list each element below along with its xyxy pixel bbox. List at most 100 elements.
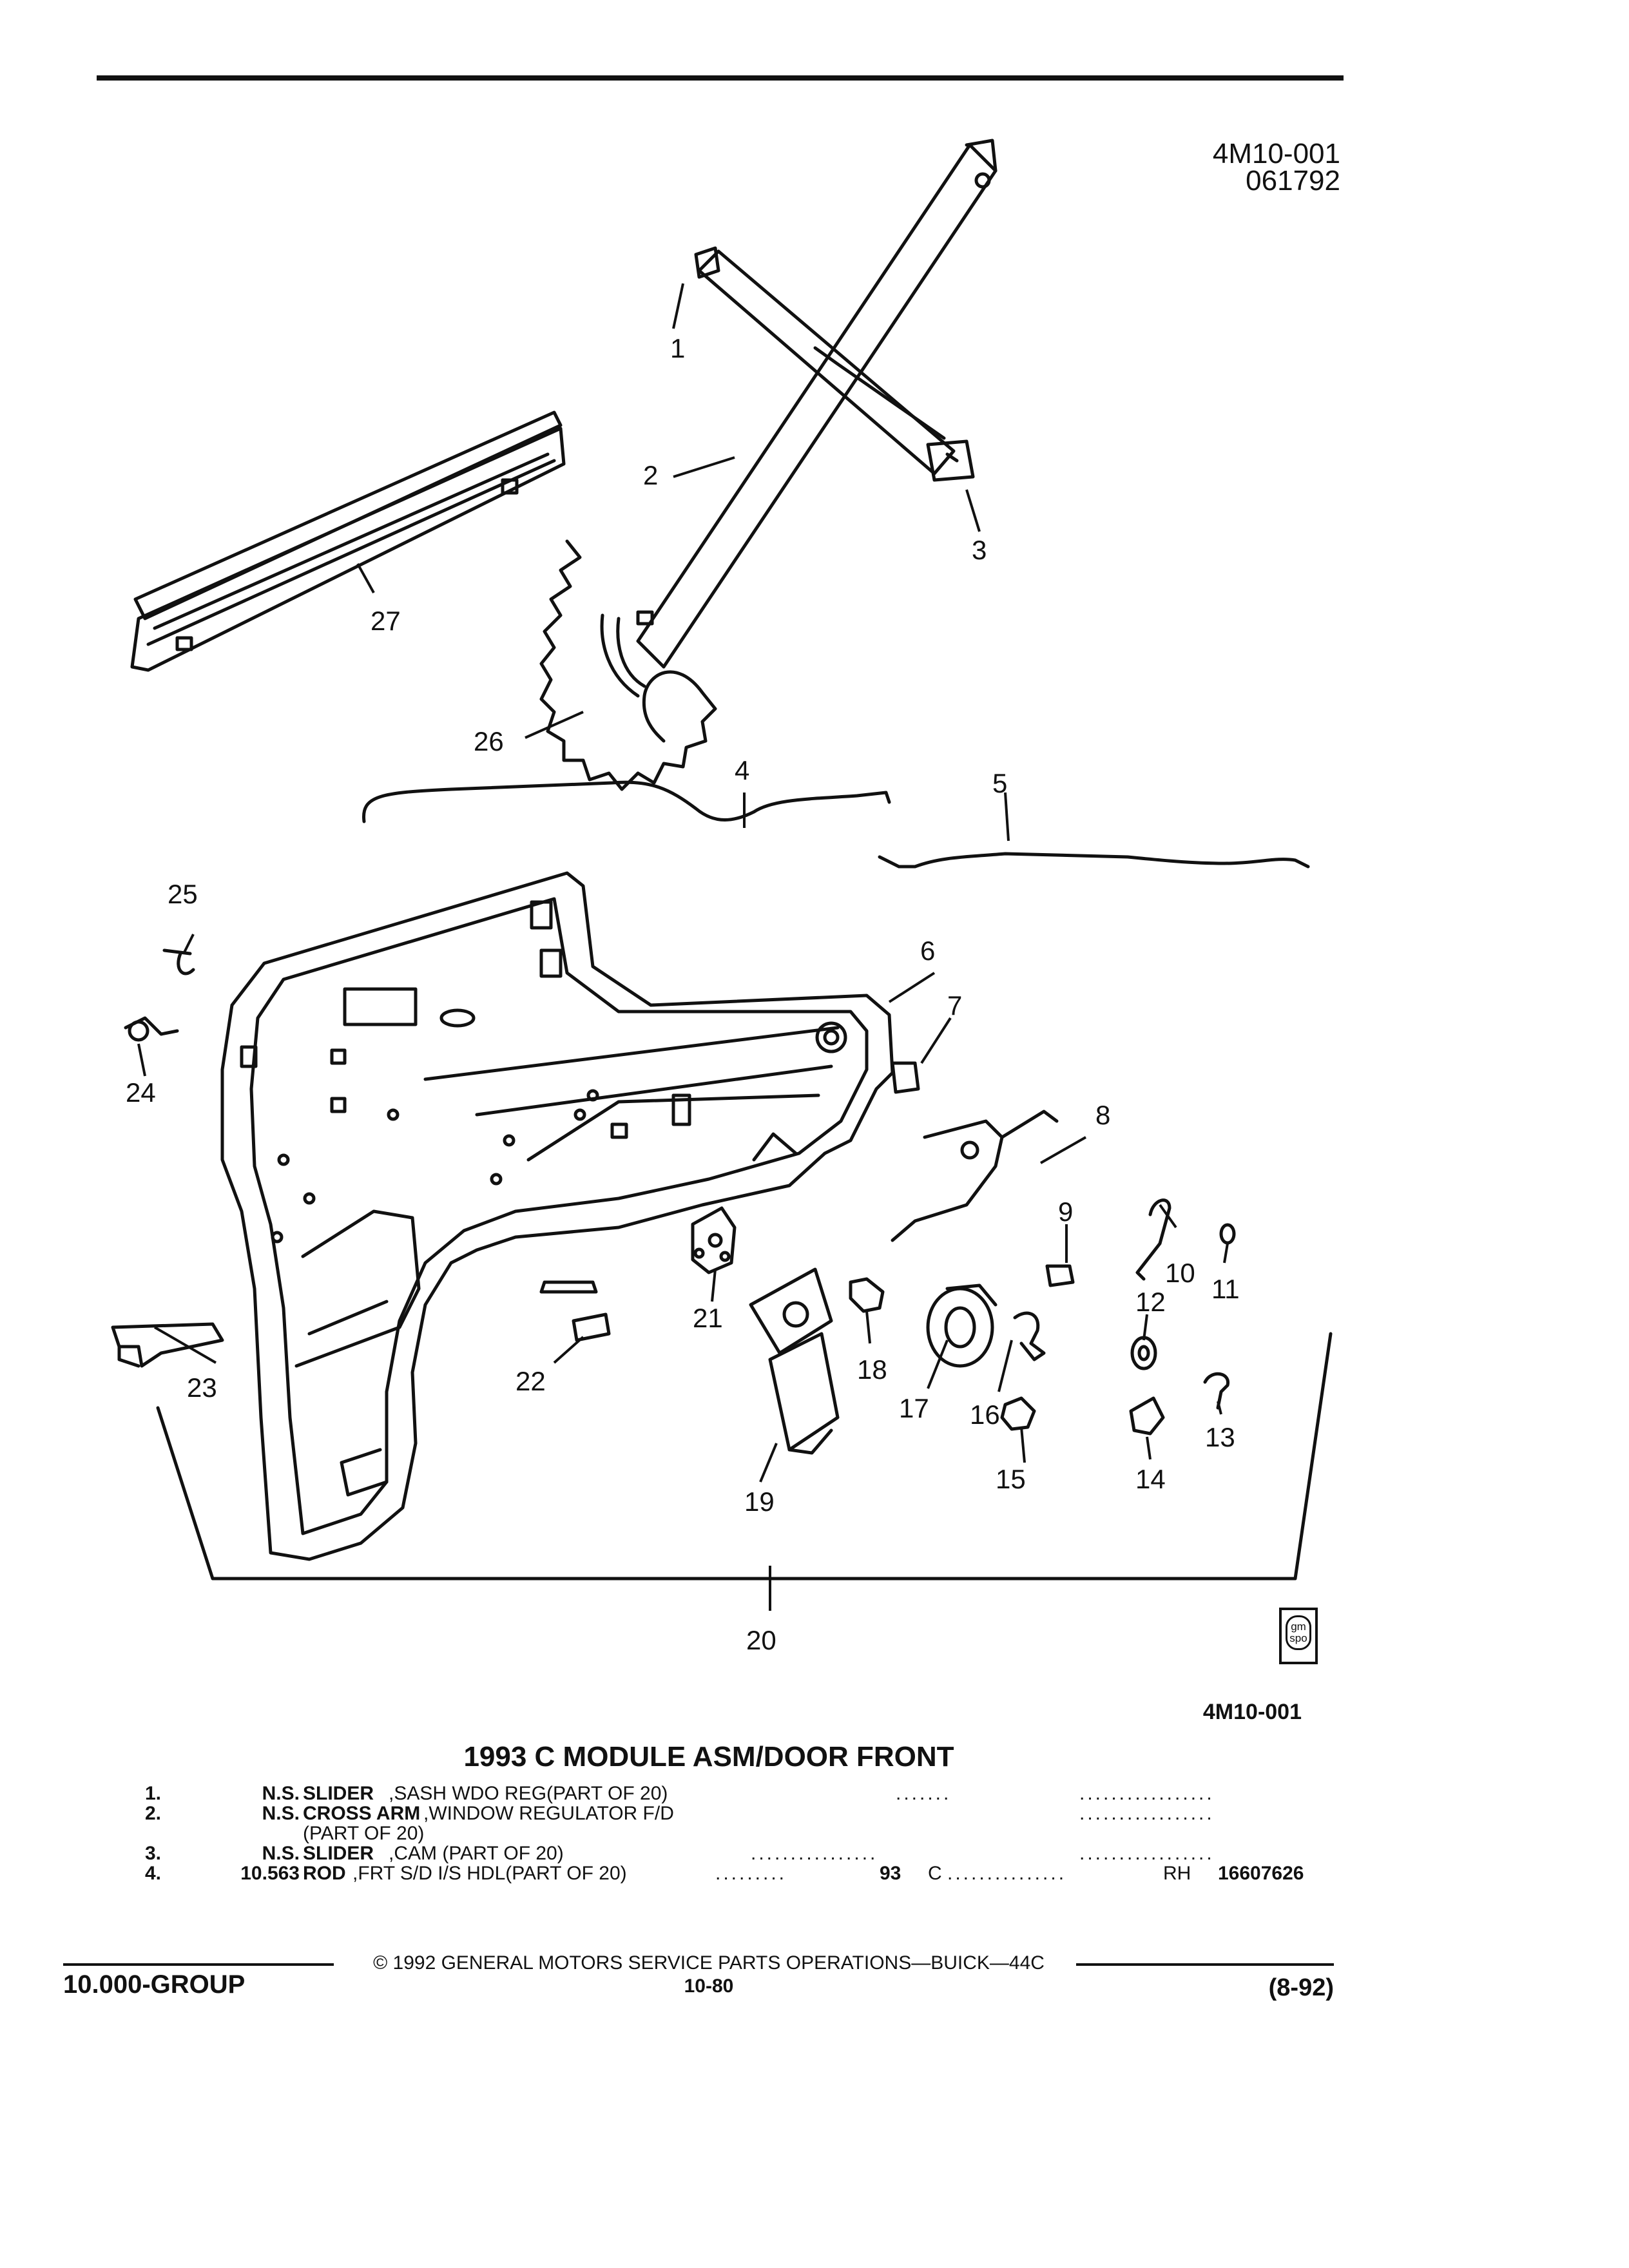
callout-15: 15	[996, 1464, 1026, 1494]
callout-12: 12	[1135, 1287, 1166, 1317]
dot-leader: .................	[1079, 1783, 1215, 1804]
item-name: SLIDER	[303, 1843, 374, 1864]
washer-12-illustration	[1130, 1336, 1157, 1370]
dot-leader: ................	[751, 1843, 878, 1864]
retainer-16-illustration	[1013, 1311, 1046, 1361]
item-number: 1.	[145, 1783, 162, 1804]
rod-illustration-4	[361, 780, 891, 823]
footer-page-number: 10-80	[684, 1975, 734, 1997]
callout-7: 7	[947, 990, 962, 1021]
dot-leader: .......	[896, 1783, 952, 1804]
item-name: SLIDER	[303, 1783, 374, 1804]
cross-arm-illustration	[636, 139, 998, 669]
item-side: RH	[1163, 1863, 1191, 1884]
callout-9: 9	[1058, 1196, 1073, 1227]
callout-26: 26	[474, 726, 504, 756]
callout-22: 22	[516, 1366, 546, 1396]
item-number: 4.	[145, 1863, 162, 1884]
item-code: N.S.	[262, 1843, 300, 1864]
item-name: CROSS ARM	[303, 1803, 421, 1824]
dot-leader: .................	[1079, 1803, 1215, 1824]
nut-15-illustration	[1000, 1396, 1036, 1431]
callout-labels: 1 2 3 4 5 6 7 8 9 10 11 12 13 14 15 16 1…	[126, 333, 1240, 1655]
callout-19: 19	[744, 1486, 775, 1517]
sash-channel-illustration	[130, 410, 566, 672]
parts-list-row: 1. N.S. SLIDER ,SASH WDO REG(PART OF 20)…	[145, 1783, 1344, 1803]
callout-17: 17	[899, 1393, 929, 1423]
callout-13: 13	[1205, 1422, 1235, 1452]
callout-6: 6	[920, 936, 935, 966]
callout-10: 10	[1165, 1258, 1195, 1288]
rod-illustration-5	[878, 852, 1310, 869]
bracket-21-illustration	[691, 1206, 737, 1274]
figure-code: 4M10-001	[1212, 138, 1340, 169]
nut-11-illustration	[1219, 1223, 1236, 1245]
item-part-number: 16607626	[1218, 1863, 1304, 1884]
dot-leader: .................	[1079, 1843, 1215, 1864]
item-description: ,CAM (PART OF 20)	[389, 1843, 564, 1864]
callout-8: 8	[1095, 1100, 1110, 1130]
callout-20: 20	[746, 1625, 776, 1655]
figure-date-code: 061792	[1246, 165, 1340, 197]
callout-14: 14	[1135, 1464, 1166, 1494]
figure-code-block: 4M10-001 061792	[1147, 140, 1340, 195]
top-rule	[97, 75, 1344, 81]
callout-24: 24	[126, 1077, 156, 1108]
bolt-13-illustration	[1203, 1372, 1229, 1410]
parts-list-row: 2. N.S. CROSS ARM ,WINDOW REGULATOR F/D …	[145, 1803, 1344, 1843]
callout-5: 5	[992, 768, 1007, 798]
item-code: N.S.	[262, 1783, 300, 1804]
callout-21: 21	[693, 1303, 723, 1333]
pin-25-illustration	[162, 948, 195, 975]
item-code: N.S.	[262, 1803, 300, 1824]
parts-list: 1. N.S. SLIDER ,SASH WDO REG(PART OF 20)…	[145, 1783, 1344, 1883]
item-code: 10.563	[240, 1863, 300, 1884]
callout-4: 4	[735, 755, 749, 785]
exploded-parts-diagram: 1 2 3 4 5 6 7 8 9 10 11 12 13 14 15 16 1…	[111, 139, 1333, 1655]
footer-rule-right	[1076, 1963, 1334, 1966]
group-20-bracket	[156, 1332, 1333, 1581]
footer-date: (8-92)	[1268, 1974, 1334, 2001]
item-description: ,SASH WDO REG(PART OF 20)	[389, 1783, 668, 1804]
bracket-23-illustration	[111, 1322, 224, 1368]
gm-spo-logo: gm spo	[1279, 1608, 1318, 1664]
callout-16: 16	[970, 1399, 1000, 1430]
item-description-continued: (PART OF 20)	[303, 1823, 425, 1844]
latch-8-illustration	[891, 1119, 1004, 1242]
item-description: ,FRT S/D I/S HDL(PART OF 20)	[352, 1863, 627, 1884]
clip-7-illustration	[891, 1061, 920, 1094]
catalog-title: 1993 C MODULE ASM/DOOR FRONT	[463, 1741, 954, 1773]
callout-18: 18	[857, 1354, 887, 1385]
callout-1: 1	[670, 333, 685, 363]
drum-17-illustration	[926, 1287, 994, 1368]
clip-22-illustration	[572, 1312, 611, 1342]
callout-25: 25	[168, 879, 198, 909]
figure-code-bottom: 4M10-001	[1202, 1700, 1302, 1724]
callout-11: 11	[1211, 1274, 1240, 1304]
dot-leader: ...............	[947, 1863, 1067, 1884]
dot-leader: .........	[715, 1863, 787, 1884]
callout-2: 2	[643, 460, 658, 490]
item-year: 93	[880, 1863, 901, 1884]
screw-9-illustration	[1045, 1264, 1075, 1287]
callout-23: 23	[187, 1372, 217, 1403]
footer-rule-left	[63, 1963, 334, 1966]
item-number: 2.	[145, 1803, 162, 1824]
callout-27: 27	[371, 606, 401, 636]
item-series: C	[928, 1863, 942, 1884]
callout-3: 3	[972, 535, 987, 565]
item-name: ROD	[303, 1863, 346, 1884]
item-number: 3.	[145, 1843, 162, 1864]
door-module-illustration	[220, 871, 894, 1561]
bolt-24-illustration	[124, 1016, 179, 1036]
parts-list-row: 4. 10.563 ROD ,FRT S/D I/S HDL(PART OF 2…	[145, 1863, 1344, 1883]
motor-19-illustration	[749, 1267, 833, 1355]
clip-14-illustration	[1129, 1396, 1165, 1436]
footer-group: 10.000-GROUP	[63, 1970, 246, 1999]
sector-gear-illustration	[539, 539, 717, 791]
bushing-18-illustration	[849, 1277, 885, 1313]
footer-copyright: © 1992 GENERAL MOTORS SERVICE PARTS OPER…	[373, 1952, 1045, 1974]
spring-10-illustration	[1135, 1198, 1171, 1281]
parts-list-row: 3. N.S. SLIDER ,CAM (PART OF 20) .......…	[145, 1843, 1344, 1863]
gm-spo-logo-mark: gm spo	[1286, 1615, 1311, 1650]
